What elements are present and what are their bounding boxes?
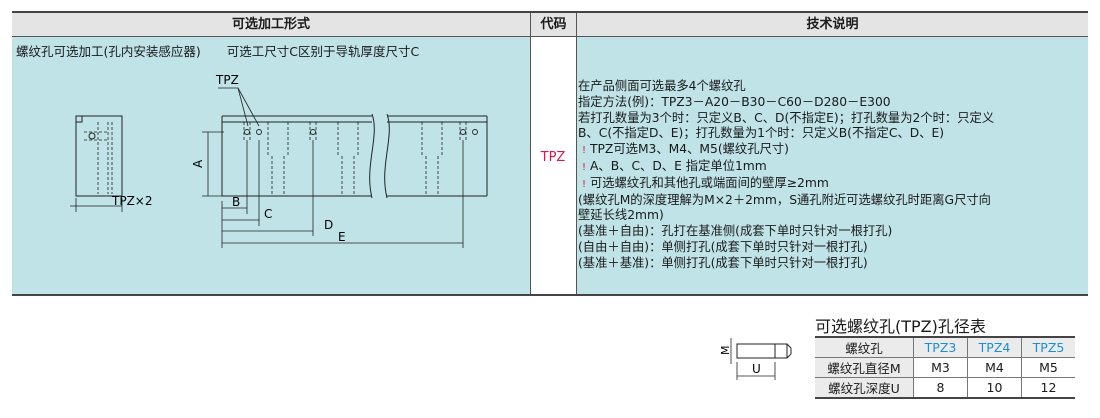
form-label-1: 螺纹孔可选加工(孔内安装感应器) [16,44,201,59]
dim-c: C [264,207,272,221]
label-tpz2: TPZ×2 [111,194,152,208]
tpz-hole [256,129,262,135]
tpz-hole [310,129,316,135]
dimension-lines [202,131,464,248]
tpz-hole [472,129,478,135]
desc-line: 若打孔数量为3个时：只定义B、C、D(不指定E)；打孔数量为2个时：只定义 [578,110,995,125]
row-label: 螺纹孔直径M [815,357,914,378]
dim-d: D [324,218,333,232]
header-desc: 技术说明 [577,13,1088,37]
desc-line: 壁延长线2mm) [578,208,664,223]
spec-table: 可选加工形式 代码 技术说明 螺纹孔可选加工(孔内安装感应器) 可选工尺寸C区别… [12,11,1088,296]
code-cell [531,37,576,294]
table-row: 螺纹孔深度U 8 10 12 [815,377,1075,399]
dim-b: B [232,195,240,209]
form-cell [12,37,530,294]
description-text: 在产品侧面可选最多4个螺纹孔 指定方法(例)：TPZ3－A20－B30－C60－… [578,79,1086,272]
screw-detail: M U [719,338,792,380]
side-view-hole [88,132,96,140]
break-line [369,113,375,199]
dim-u: U [752,362,761,376]
table-cell: M3 [913,357,968,378]
desc-line: (螺纹孔M的深度理解为M×2＋2mm，S通孔附近可选螺纹孔时距离G尺寸向 [578,192,991,207]
desc-line: (基准＋自由)：孔打在基准侧(成套下单时只针对一根打孔) [578,224,893,239]
table-cell: M5 [1021,357,1075,378]
form-label-2: 可选工尺寸C区别于导轨厚度尺寸C [226,44,420,59]
front-view-rail [221,113,488,199]
desc-line: !A、B、C、D、E 指定单位1mm [578,159,1086,176]
table-cell: 12 [1021,377,1075,399]
dim-m: M [719,346,732,356]
header-code: 代码 [531,13,576,37]
warning-icon: ! [581,178,586,190]
code-value: TPZ [540,150,566,165]
subtable-title: 可选螺纹孔(TPZ)孔径表 [815,317,986,336]
warning-icon: ! [581,145,586,157]
row-label: 螺纹孔深度U [815,377,914,399]
desc-line: !可选螺纹孔和其他孔或端面间的壁厚≥2mm [578,176,1086,193]
table-cell: M4 [967,357,1022,378]
desc-line: (基准＋基准)：单侧打孔(成套下单时只针对一根打孔) [578,255,868,270]
desc-line: 指定方法(例)：TPZ3－A20－B30－C60－D280－E300 [578,94,891,109]
desc-line: B、C(不指定D、E)；打孔数量为1个时：只定义B(不指定C、D、E) [578,126,945,141]
dim-e: E [338,230,346,244]
side-view-notch [76,116,83,123]
table-header: TPZ5 [1021,336,1075,358]
tpz-hole [460,129,466,135]
warning-icon: ! [581,161,586,173]
table-row: 螺纹孔 TPZ3 TPZ4 TPZ5 [815,336,1075,358]
table-row: 螺纹孔直径M M3 M4 M5 [815,357,1075,378]
thread-size-table: 螺纹孔 TPZ3 TPZ4 TPZ5 螺纹孔直径M M3 M4 M5 螺纹孔深度… [815,336,1075,399]
table-header: TPZ4 [967,336,1022,358]
table-cell: 8 [913,377,968,399]
form-labels: 螺纹孔可选加工(孔内安装感应器) 可选工尺寸C区别于导轨厚度尺寸C [16,41,441,60]
desc-line: (自由＋自由)：单侧打孔(成套下单时只针对一根打孔) [578,239,868,254]
dim-a: A [191,159,205,168]
table-cell: 10 [967,377,1022,399]
desc-line: !TPZ可选M3、M4、M5(螺纹孔尺寸) [578,142,1086,159]
rail-drawing: TPZ TPZ×2 A B C D E [70,73,488,248]
desc-cell [577,37,1088,294]
table-header: TPZ3 [913,336,968,358]
header-form: 可选加工形式 [12,13,530,37]
table-header: 螺纹孔 [815,336,914,358]
side-view-block [75,115,123,197]
break-line [384,113,390,199]
label-tpz: TPZ [215,73,239,87]
tpz-hole [244,129,250,135]
desc-line: 在产品侧面可选最多4个螺纹孔 [578,79,746,93]
